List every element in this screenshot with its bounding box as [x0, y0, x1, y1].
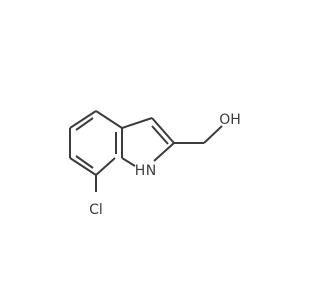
bond-ch2-o [203, 125, 223, 144]
bond-c3-c2-inner [151, 125, 169, 145]
bond-c7-c6 [69, 157, 97, 176]
bond-n1-c7a [121, 157, 136, 167]
bond-c2-n1 [153, 142, 175, 162]
bond-c3a-c3 [121, 117, 153, 129]
molecule-canvas: OH H N Cl [69, 110, 241, 218]
hydroxyl-label: OH [219, 112, 241, 128]
molecule-structure-diagram: OH H N Cl [69, 110, 241, 218]
nitrogen-label: N [146, 163, 156, 179]
bond-c3-c2 [151, 117, 175, 144]
bond-c5-c4 [69, 110, 97, 129]
bond-c4-c3a [95, 110, 123, 129]
bond-c7-c6-inner [75, 155, 94, 169]
nitrogen-hydrogen-label: H [135, 163, 146, 179]
bond-c7a-c7 [95, 157, 116, 176]
bond-c5-c4-inner [75, 117, 94, 131]
chlorine-label: Cl [89, 202, 103, 218]
